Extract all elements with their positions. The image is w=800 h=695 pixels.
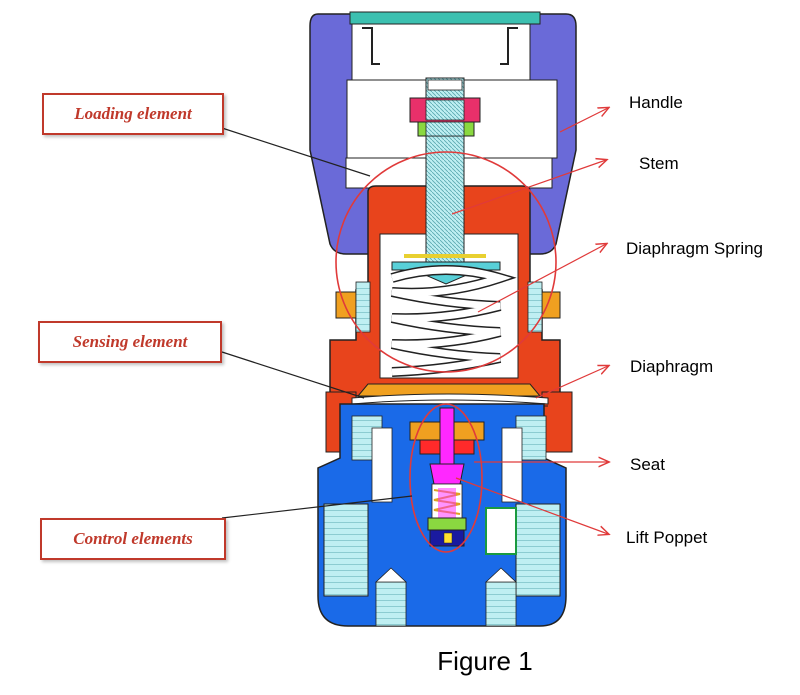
control-element-ellipse [409,403,483,553]
control-leader-line [221,495,413,519]
diaphragm-spring-part [390,254,517,377]
lift-poppet-arrow [455,477,608,534]
loading-element-label: Loading element [42,93,224,135]
stem-arrow [451,160,606,215]
handle-label: Handle [629,93,683,112]
figure-caption: Figure 1 [437,646,533,676]
seat-label: Seat [630,455,665,474]
loading-leader-line [221,127,371,177]
stem-label: Stem [639,154,679,173]
lift-poppet-label: Lift Poppet [626,528,708,547]
diaphragm-spring-label: Diaphragm Spring [626,239,764,258]
diaphragm-spring-arrow [477,244,606,313]
stem-part [409,77,481,271]
control-elements-label: Control elements [40,518,226,560]
handle-arrow [559,108,608,133]
diaphragm-label: Diaphragm [630,357,714,376]
sensing-leader-line [221,351,365,399]
diaphragm-arrow [535,366,608,399]
diaphragm-part [350,383,549,407]
control-parts [409,407,485,547]
loading-element-circle [335,151,557,373]
sensing-element-label: Sensing element [38,321,222,363]
